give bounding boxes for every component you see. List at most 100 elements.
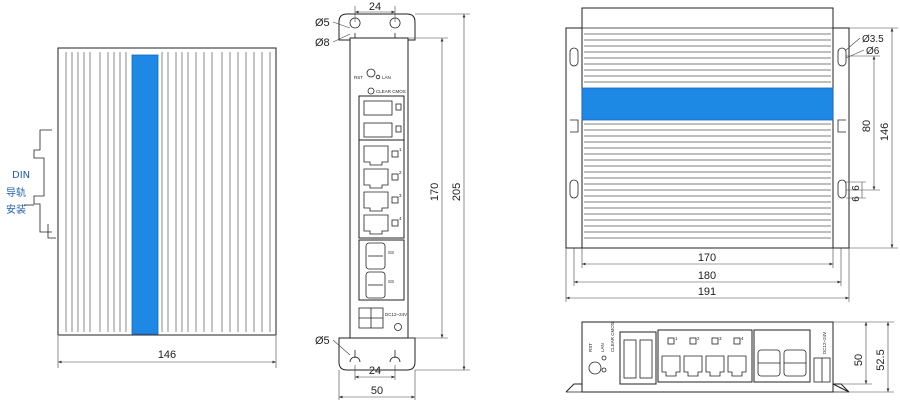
network-icon: [667, 337, 675, 345]
bottom-lan-port: [727, 355, 747, 377]
side-blue-stripe: [131, 54, 159, 335]
bottom-flange: [565, 383, 850, 393]
side-view-body: [57, 47, 277, 336]
display-port-1: [363, 100, 393, 116]
bottom-height-dim-outer: 52.5: [875, 349, 887, 370]
top-blue-stripe: [581, 87, 834, 121]
bottom-view: LAN CLEAR CMOS RST 1 2 3 4 DC12~24V 50 52.5: [565, 321, 894, 393]
bottom-power-label: DC12~24V: [822, 332, 827, 354]
side-view: DIN 导轨 安装 146: [6, 47, 277, 368]
top-small-dim-1: 6: [851, 185, 862, 191]
network-icon: [391, 173, 399, 181]
lan-port: [363, 214, 389, 235]
front-bottom-slot-left: [349, 350, 361, 363]
bottom-clear-icon: [601, 367, 607, 373]
network-icon: [711, 337, 719, 345]
usb-port-2: [365, 271, 386, 299]
lan-port-frame: [358, 139, 405, 239]
top-side-tab-right: [837, 119, 846, 133]
top-right-dim-outer: 146: [879, 123, 891, 141]
bottom-lan-port-number: 2: [697, 336, 700, 341]
rst-label: RST: [354, 75, 363, 80]
din-note-line1: DIN: [12, 170, 30, 181]
top-side-tab-left: [570, 119, 579, 133]
top-view-fins: [584, 33, 831, 239]
lan-port: [363, 145, 389, 166]
reset-button-icon: [366, 68, 376, 78]
top-right-dim-inner: 80: [861, 120, 873, 132]
bottom-reset-button-icon: [588, 361, 602, 375]
bottom-lan-port: [705, 355, 725, 377]
usb-port-1: [365, 242, 386, 270]
front-height-dim-outer: 205: [451, 183, 463, 201]
lan-port-number: 3: [399, 193, 402, 198]
bottom-display-port-1: [623, 339, 637, 379]
clear-cmos-icon: [367, 87, 375, 95]
usb-port-frame: [358, 239, 405, 301]
front-bottom-hole-dim: Ø5: [315, 335, 330, 347]
lan-port-number: 4: [399, 216, 402, 221]
network-icon: [391, 196, 399, 204]
top-slot-left-upper: [569, 47, 579, 67]
front-height-dim-inner: 170: [429, 183, 441, 201]
display-port-icon-1: [395, 103, 402, 111]
network-icon: [689, 337, 697, 345]
clear-cmos-label: CLEAR CMOS: [376, 89, 406, 94]
front-top-dim: 24: [369, 1, 381, 13]
din-rail-clip: [33, 129, 52, 233]
lan-led-icon: [375, 74, 381, 80]
lan-port: [363, 191, 389, 212]
top-width-dim-1: 170: [698, 252, 716, 264]
lan-led-label: LAN: [382, 75, 391, 80]
bottom-lan-port: [683, 355, 703, 377]
bottom-lan-port-number: 4: [741, 336, 744, 341]
bottom-usb-frame: [753, 329, 811, 383]
front-bottom-dim-outer: 50: [371, 385, 383, 397]
top-width-dim-2: 180: [698, 270, 716, 282]
bottom-led-icon: [601, 355, 607, 361]
din-rail-hook: [47, 224, 56, 239]
bottom-rst-label: RST: [588, 343, 593, 352]
lan-port-number: 2: [399, 170, 402, 175]
usb-label-1: SS: [388, 250, 394, 255]
network-icon: [391, 150, 399, 158]
side-width-dim: 146: [158, 349, 176, 361]
side-view-fins: [65, 52, 271, 332]
bottom-clear-label: CLEAR CMOS: [610, 322, 615, 352]
display-port-2: [363, 122, 393, 138]
front-hole-dim-1: Ø5: [315, 17, 330, 29]
front-bottom-flange: [338, 337, 416, 371]
bottom-lan-port-number: 1: [675, 336, 678, 341]
top-small-dim-2: 6: [851, 196, 862, 202]
top-hole-dim-1: Ø3.5: [862, 34, 884, 45]
usb-label-2: SS: [388, 279, 394, 284]
top-slot-right-upper: [837, 47, 847, 67]
lan-port-number: 1: [399, 147, 402, 152]
ground-screw-icon: [394, 323, 402, 331]
network-icon: [391, 219, 399, 227]
front-bottom-dim-inner: 24: [369, 365, 381, 377]
power-label: DC12~24V: [385, 312, 407, 317]
network-icon: [733, 337, 741, 345]
front-top-flange: [338, 13, 416, 41]
bottom-display-frame: [619, 331, 657, 385]
front-bottom-slot-right: [389, 350, 401, 363]
bottom-height-dim-inner: 50: [853, 354, 865, 366]
din-note-line2: 导轨: [6, 186, 26, 199]
bottom-lan-ports: 1 2 3 4: [661, 336, 747, 377]
top-slot-left-lower: [569, 179, 579, 199]
top-slot-right-lower: [837, 179, 847, 199]
front-hole-dim-2: Ø8: [315, 37, 330, 49]
top-width-dim-3: 191: [698, 286, 716, 298]
lan-port: [363, 168, 389, 189]
display-port-icon-2: [395, 125, 402, 133]
din-note-line3: 安装: [6, 203, 26, 216]
bottom-lan-port-number: 3: [719, 336, 722, 341]
top-hole-dim-2: Ø6: [866, 46, 880, 57]
lan-ports: 1 2 3 4: [363, 145, 402, 235]
top-view-body: [581, 7, 834, 249]
top-view: Ø3.5 Ø6 80 146 6 6 170 180 191: [565, 7, 898, 302]
bottom-lan-led-label: LAN: [600, 343, 605, 352]
bottom-display-port-2: [639, 339, 653, 379]
